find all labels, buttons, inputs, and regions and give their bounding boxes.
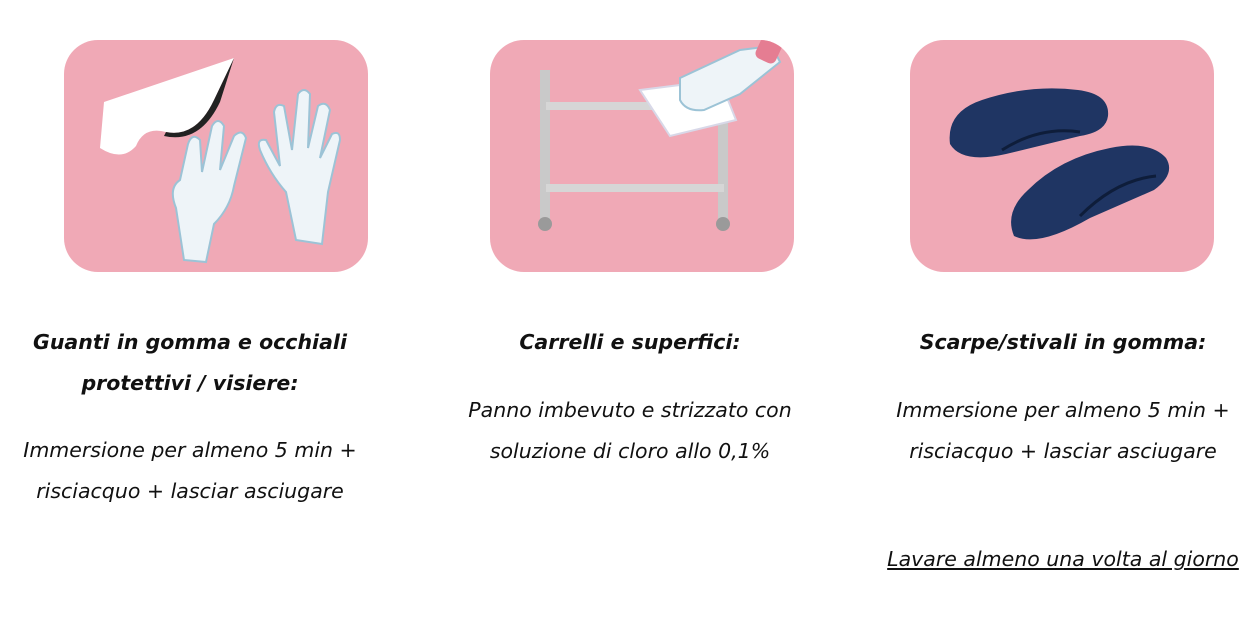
item-title: Carrelli e superfici: (519, 330, 741, 354)
item-title: Scarpe/stivali in gomma: (919, 330, 1207, 354)
item-note: Lavare almeno una volta al giorno (887, 547, 1239, 571)
item-description: Immersione per almeno 5 min + risciacquo… (896, 398, 1230, 463)
cart-surface-icon (490, 40, 794, 272)
item-description: Immersione per almeno 5 min + risciacquo… (23, 438, 357, 503)
item-description: Panno imbevuto e strizzato con soluzione… (468, 398, 792, 463)
item-title: Guanti in gomma e occhiali protettivi / … (33, 330, 347, 395)
gloves-goggles-icon (64, 40, 368, 272)
rubber-shoes-icon (910, 40, 1214, 272)
